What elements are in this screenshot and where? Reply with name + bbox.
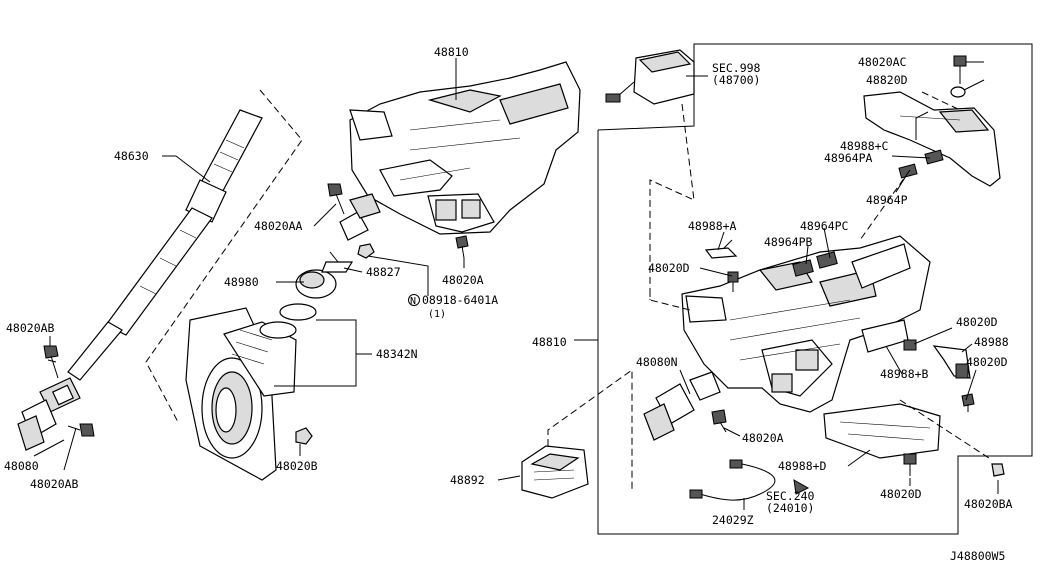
label-sec998[interactable]: SEC.998 — [712, 61, 761, 75]
label-48810-top[interactable]: 48810 — [434, 45, 469, 59]
label-sec998-sub: (48700) — [712, 73, 760, 87]
right-assembly-box — [597, 43, 1033, 535]
bracket-48988[interactable] — [932, 345, 971, 379]
label-08918-prefix: N — [410, 296, 416, 307]
column-boot-48342N[interactable] — [185, 307, 297, 481]
leader-lines — [33, 58, 999, 510]
label-48020BA[interactable]: 48020BA — [964, 497, 1013, 511]
nut-48020B[interactable] — [295, 427, 313, 445]
u-joint-48080N[interactable] — [643, 371, 721, 441]
bolt-48020D-a[interactable] — [727, 271, 739, 292]
label-24029Z[interactable]: 24029Z — [712, 513, 754, 527]
cover-48988-D[interactable] — [823, 403, 941, 459]
sec998-module[interactable] — [605, 49, 695, 105]
bolt-48020AB-upper[interactable] — [43, 345, 59, 379]
u-joint-upper[interactable] — [339, 193, 381, 241]
seal-48980[interactable] — [279, 269, 337, 321]
label-48630[interactable]: 48630 — [114, 149, 149, 163]
label-48964PB[interactable]: 48964PB — [764, 235, 813, 249]
label-48964P[interactable]: 48964P — [866, 193, 908, 207]
label-48988C[interactable]: 48988+C — [840, 139, 889, 153]
label-48827[interactable]: 48827 — [366, 265, 401, 279]
label-08918-qty: (1) — [428, 309, 446, 320]
bolt-48020A-lower[interactable] — [711, 409, 727, 433]
label-48020D-d[interactable]: 48020D — [880, 487, 922, 501]
label-48020AB-bottom[interactable]: 48020AB — [30, 477, 79, 491]
label-48988B[interactable]: 48988+B — [880, 367, 929, 381]
label-48964PA[interactable]: 48964PA — [824, 151, 873, 165]
label-48020AB-left[interactable]: 48020AB — [6, 321, 55, 335]
steering-column-assembly-48810-upper[interactable] — [349, 61, 581, 235]
label-48020D-b[interactable]: 48020D — [956, 315, 998, 329]
label-48980[interactable]: 48980 — [224, 275, 259, 289]
label-48810-mid[interactable]: 48810 — [532, 335, 567, 349]
label-48342N[interactable]: 48342N — [376, 347, 418, 361]
label-48020B[interactable]: 48020B — [276, 459, 318, 473]
nut-48020BA[interactable] — [991, 463, 1005, 477]
label-48988D[interactable]: 48988+D — [778, 459, 827, 473]
bolt-48020D-b[interactable] — [903, 339, 917, 351]
bolt-48020AA[interactable] — [327, 183, 345, 215]
part-labels: 48630 48810 48020AA 48980 48827 48020A N… — [4, 45, 1013, 563]
universal-joint-48080[interactable] — [17, 377, 81, 451]
key-module-48892[interactable] — [521, 445, 589, 499]
bolt-48020AC[interactable] — [953, 55, 967, 84]
label-48820D[interactable]: 48820D — [866, 73, 908, 87]
pad-48964PA[interactable] — [924, 149, 944, 165]
harness-24029Z[interactable] — [689, 459, 810, 501]
label-48964PC[interactable]: 48964PC — [800, 219, 849, 233]
bolt-48020AB-lower[interactable] — [67, 423, 95, 437]
label-48020A-bottom[interactable]: 48020A — [742, 431, 784, 445]
nut-08918-6401A[interactable] — [357, 243, 375, 259]
label-08918-6401A[interactable]: 08918-6401A — [422, 293, 498, 307]
label-sec240[interactable]: SEC.240 — [766, 489, 815, 503]
label-48020AC[interactable]: 48020AC — [858, 55, 907, 69]
steering-shaft-48630[interactable] — [67, 109, 263, 381]
label-48020AA[interactable]: 48020AA — [254, 219, 303, 233]
label-48080[interactable]: 48080 — [4, 459, 39, 473]
diagram-id: J48800W5 — [950, 549, 1005, 563]
label-48020D-a[interactable]: 48020D — [648, 261, 690, 275]
bracket-48827[interactable] — [321, 251, 354, 273]
shaft-group-boundary — [145, 89, 303, 423]
label-48892[interactable]: 48892 — [450, 473, 485, 487]
bolt-48020D-d[interactable] — [903, 453, 917, 476]
bolt-48020A-upper[interactable] — [455, 235, 469, 259]
label-sec240-sub: (24010) — [766, 501, 814, 515]
washer-48820D[interactable] — [950, 86, 966, 98]
label-48020A-top[interactable]: 48020A — [442, 273, 484, 287]
pad-48964PC[interactable] — [816, 251, 838, 269]
bracket-48988-C[interactable] — [863, 91, 1001, 187]
pad-48964PB[interactable] — [792, 259, 814, 277]
label-48988[interactable]: 48988 — [974, 335, 1009, 349]
pad-48964P[interactable] — [898, 163, 918, 179]
bracket-48988-A[interactable] — [704, 239, 738, 259]
label-48020D-c[interactable]: 48020D — [966, 355, 1008, 369]
bolt-48020D-c[interactable] — [961, 393, 975, 412]
steering-column-assembly-48810-lower[interactable] — [681, 235, 931, 413]
label-48988A[interactable]: 48988+A — [688, 219, 737, 233]
label-48080N[interactable]: 48080N — [636, 355, 678, 369]
